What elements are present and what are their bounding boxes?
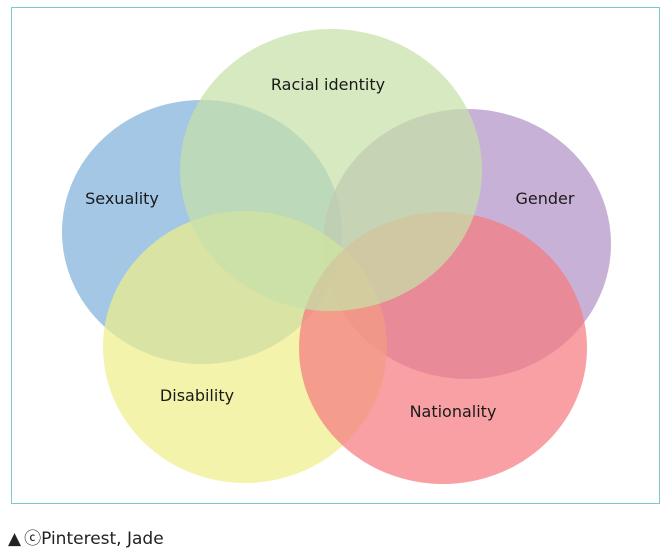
label-gender: Gender [516,189,575,208]
label-sexuality: Sexuality [85,189,159,208]
triangle-marker-icon: ▲ [8,529,22,549]
label-nationality: Nationality [410,402,497,421]
credit-text: ⓒPinterest, Jade [24,529,164,549]
label-disability: Disability [160,386,234,405]
circle-racial-identity [180,29,482,311]
image-credit-caption: ▲ⓒPinterest, Jade [8,524,164,549]
label-racial-identity: Racial identity [271,75,385,94]
